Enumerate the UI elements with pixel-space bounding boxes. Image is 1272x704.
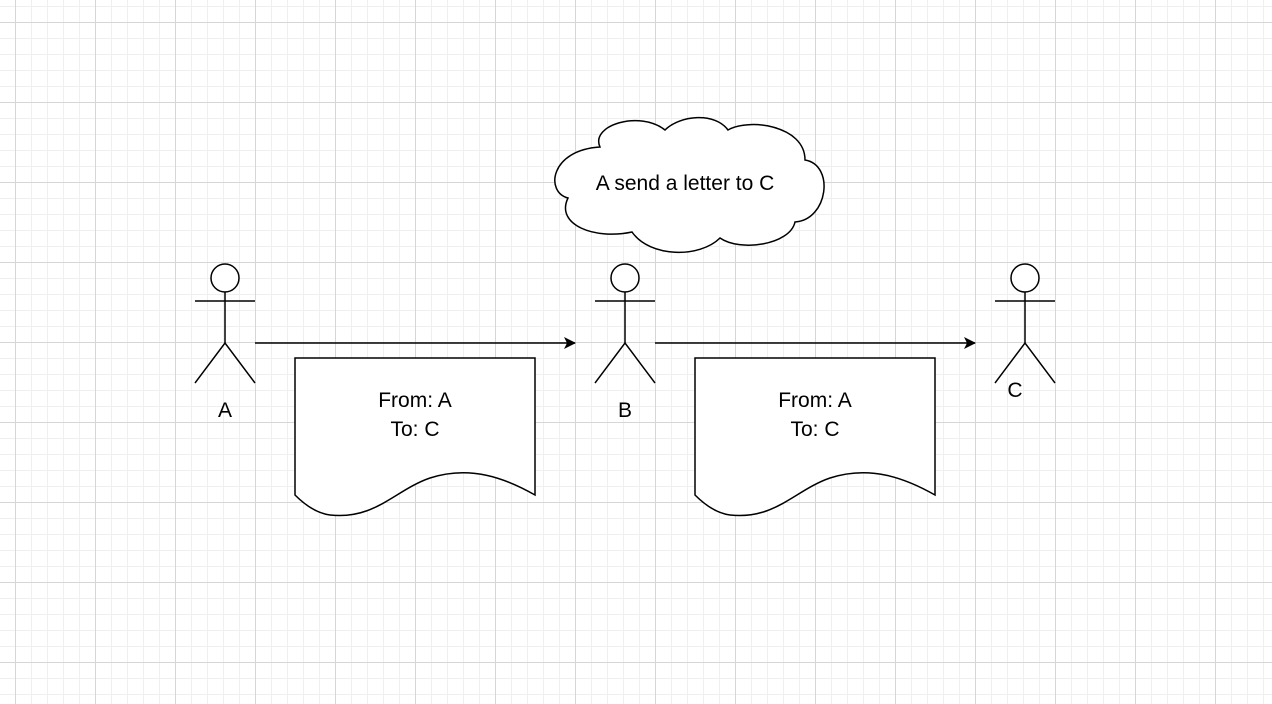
letter-document-1[interactable]: From: A To: C (294, 357, 536, 517)
letter-2-from: From: A (778, 389, 852, 412)
actor-c-head (1010, 263, 1040, 293)
actor-b-label: B (618, 399, 632, 422)
cloud-text: A send a letter to C (596, 172, 775, 195)
letter-document-1-shape (294, 357, 536, 517)
cloud-shape (554, 116, 825, 254)
actor-a[interactable]: A (194, 263, 256, 422)
letter-document-2-shape (694, 357, 936, 517)
actor-b-legs (594, 341, 656, 384)
actor-a-head (210, 263, 240, 293)
letter-document-2[interactable]: From: A To: C (694, 357, 936, 517)
cloud-callout[interactable]: A send a letter to C (554, 116, 825, 254)
actor-c[interactable]: C (994, 263, 1056, 402)
actor-a-legs (194, 341, 256, 384)
actor-b[interactable]: B (594, 263, 656, 422)
letter-2-to: To: C (790, 418, 839, 441)
actor-c-legs (994, 341, 1056, 384)
actor-c-label: C (1007, 379, 1022, 402)
actor-a-label: A (218, 399, 232, 422)
letter-1-from: From: A (378, 389, 452, 412)
letter-1-to: To: C (390, 418, 439, 441)
actor-b-head (610, 263, 640, 293)
